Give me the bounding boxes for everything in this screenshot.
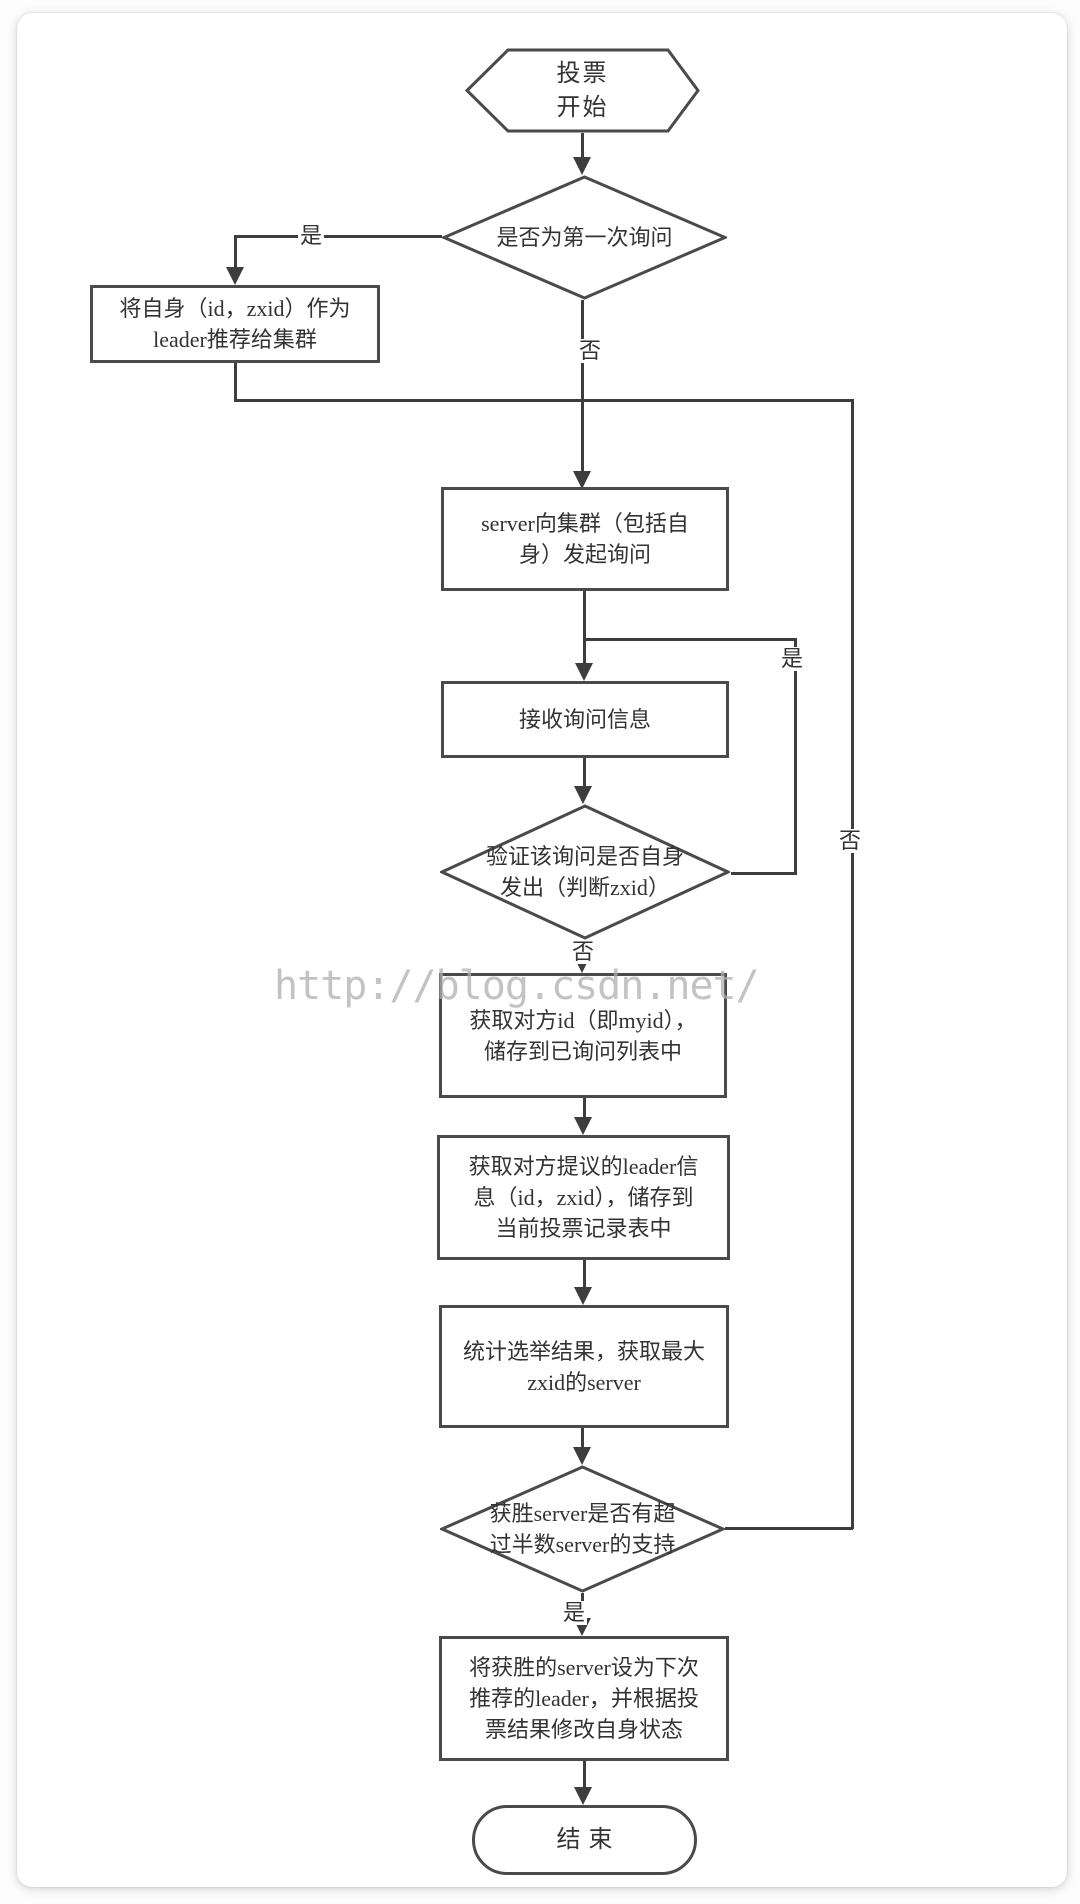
store-id-line1: 获取对方id（即myid），: [469, 1007, 697, 1033]
inquire-cluster-line1: server向集群（包括自: [481, 511, 689, 536]
end-label: 结束: [475, 1808, 694, 1872]
edge-yes-vertical: [234, 235, 237, 269]
propose-self-line1: 将自身（id，zxid）作为: [119, 296, 351, 321]
update-state-line2: 推荐的leader，并根据投: [469, 1686, 699, 1711]
tally-votes-line2: zxid的server: [527, 1369, 641, 1395]
edge-yes-horizontal: [235, 235, 442, 238]
inquire-cluster-label: server向集群（包括自 身）发起询问: [444, 490, 726, 588]
edge-start-to-decision: [581, 133, 584, 159]
inquire-cluster-line2: 身）发起询问: [518, 542, 651, 567]
start-line2: 开始: [556, 94, 609, 121]
edge-feedback-vertical: [851, 400, 854, 1529]
verify-origin-label: 验证该询问是否自身 发出（判断zxid）: [440, 804, 730, 940]
arrowhead-icon: [574, 1287, 592, 1305]
tally-votes-step: 统计选举结果，获取最大 zxid的server: [439, 1305, 729, 1428]
label-yes-first-inquiry: 是: [298, 223, 324, 248]
arrowhead-icon: [574, 1117, 592, 1135]
verify-origin-line1: 验证该询问是否自身: [485, 844, 684, 869]
edge-no-to-inquire: [581, 300, 584, 473]
end-line1: 结束: [556, 1826, 621, 1853]
majority-support-decision: 获胜server是否有超 过半数server的支持: [440, 1465, 725, 1593]
arrowhead-icon: [226, 267, 244, 285]
end-terminator: 结束: [472, 1805, 697, 1875]
arrowhead-icon: [573, 157, 591, 175]
edge-merge-horizontal: [235, 399, 854, 402]
first-inquiry-label: 是否为第一次询问: [442, 175, 727, 300]
arrowhead-icon: [574, 786, 592, 804]
arrowhead-icon: [573, 1447, 591, 1465]
first-inquiry-line1: 是否为第一次询问: [496, 225, 673, 250]
verify-origin-decision: 验证该询问是否自身 发出（判断zxid）: [440, 804, 730, 940]
first-inquiry-decision: 是否为第一次询问: [442, 175, 727, 300]
store-leader-info-label: 获取对方提议的leader信 息（id，zxid），储存到 当前投票记录表中: [440, 1138, 727, 1257]
propose-self-step: 将自身（id，zxid）作为 leader推荐给集群: [90, 285, 380, 363]
edge-loop-bottom: [731, 872, 797, 875]
label-no-first-inquiry: 否: [577, 338, 603, 363]
tally-votes-line1: 统计选举结果，获取最大: [462, 1338, 705, 1364]
store-id-line2: 储存到已询问列表中: [483, 1038, 682, 1064]
store-leader-info-line1: 获取对方提议的leader信: [468, 1154, 699, 1179]
start-terminator: 投票 开始: [465, 48, 700, 133]
receive-inquiry-line1: 接收询问信息: [518, 707, 651, 732]
arrowhead-icon: [574, 1787, 592, 1805]
diamond-shape: [440, 804, 730, 940]
store-leader-info-line2: 息（id，zxid），储存到: [473, 1185, 694, 1210]
majority-support-line2: 过半数server的支持: [489, 1532, 676, 1557]
label-no-self-sent: 否: [570, 939, 596, 964]
update-state-line1: 将获胜的server设为下次: [469, 1655, 699, 1680]
arrowhead-icon: [573, 471, 591, 489]
receive-inquiry-step: 接收询问信息: [441, 681, 729, 758]
propose-self-line2: leader推荐给集群: [153, 327, 317, 352]
edge-propose-down: [234, 361, 237, 402]
edge-feedback-horizontal: [725, 1527, 853, 1530]
inquire-cluster-step: server向集群（包括自 身）发起询问: [441, 487, 729, 591]
update-state-line3: 票结果修改自身状态: [484, 1717, 683, 1742]
arrowhead-icon: [575, 663, 593, 681]
flowchart-canvas: 投票 开始 是否为第一次询问 将自身（id，zxid）作为 leader推荐给集…: [17, 13, 1067, 1887]
hexagon-shape: [465, 48, 700, 133]
verify-origin-line2: 发出（判断zxid）: [500, 875, 670, 900]
edge-receive-to-verify: [583, 758, 586, 788]
label-no-majority: 否: [837, 828, 863, 853]
label-yes-self-sent: 是: [779, 646, 805, 671]
store-leader-info-step: 获取对方提议的leader信 息（id，zxid），储存到 当前投票记录表中: [437, 1135, 730, 1260]
edge-storeleader-to-tally: [583, 1260, 586, 1289]
start-label: 投票 开始: [465, 48, 700, 133]
store-leader-info-line3: 当前投票记录表中: [495, 1216, 672, 1241]
propose-self-label: 将自身（id，zxid）作为 leader推荐给集群: [93, 288, 377, 360]
edge-storeid-to-storeleader: [583, 1098, 586, 1119]
receive-inquiry-label: 接收询问信息: [444, 684, 726, 755]
edge-loop-vertical: [794, 638, 797, 874]
edge-tally-to-decision: [581, 1428, 584, 1449]
majority-support-line1: 获胜server是否有超: [489, 1501, 676, 1526]
update-state-label: 将获胜的server设为下次 推荐的leader，并根据投 票结果修改自身状态: [442, 1639, 726, 1758]
diamond-shape: [440, 1465, 725, 1593]
start-line1: 投票: [556, 60, 609, 87]
edge-loop-top: [584, 638, 797, 641]
tally-votes-label: 统计选举结果，获取最大 zxid的server: [442, 1308, 726, 1425]
edge-inquire-to-receive: [583, 591, 586, 665]
store-id-step: 获取对方id（即myid）， 储存到已询问列表中: [439, 973, 727, 1098]
edge-update-to-end: [583, 1761, 586, 1789]
update-state-step: 将获胜的server设为下次 推荐的leader，并根据投 票结果修改自身状态: [439, 1636, 729, 1761]
diamond-shape: [442, 175, 727, 300]
label-yes-majority: 是: [561, 1600, 587, 1625]
store-id-label: 获取对方id（即myid）， 储存到已询问列表中: [442, 976, 724, 1095]
majority-support-label: 获胜server是否有超 过半数server的支持: [440, 1465, 725, 1593]
